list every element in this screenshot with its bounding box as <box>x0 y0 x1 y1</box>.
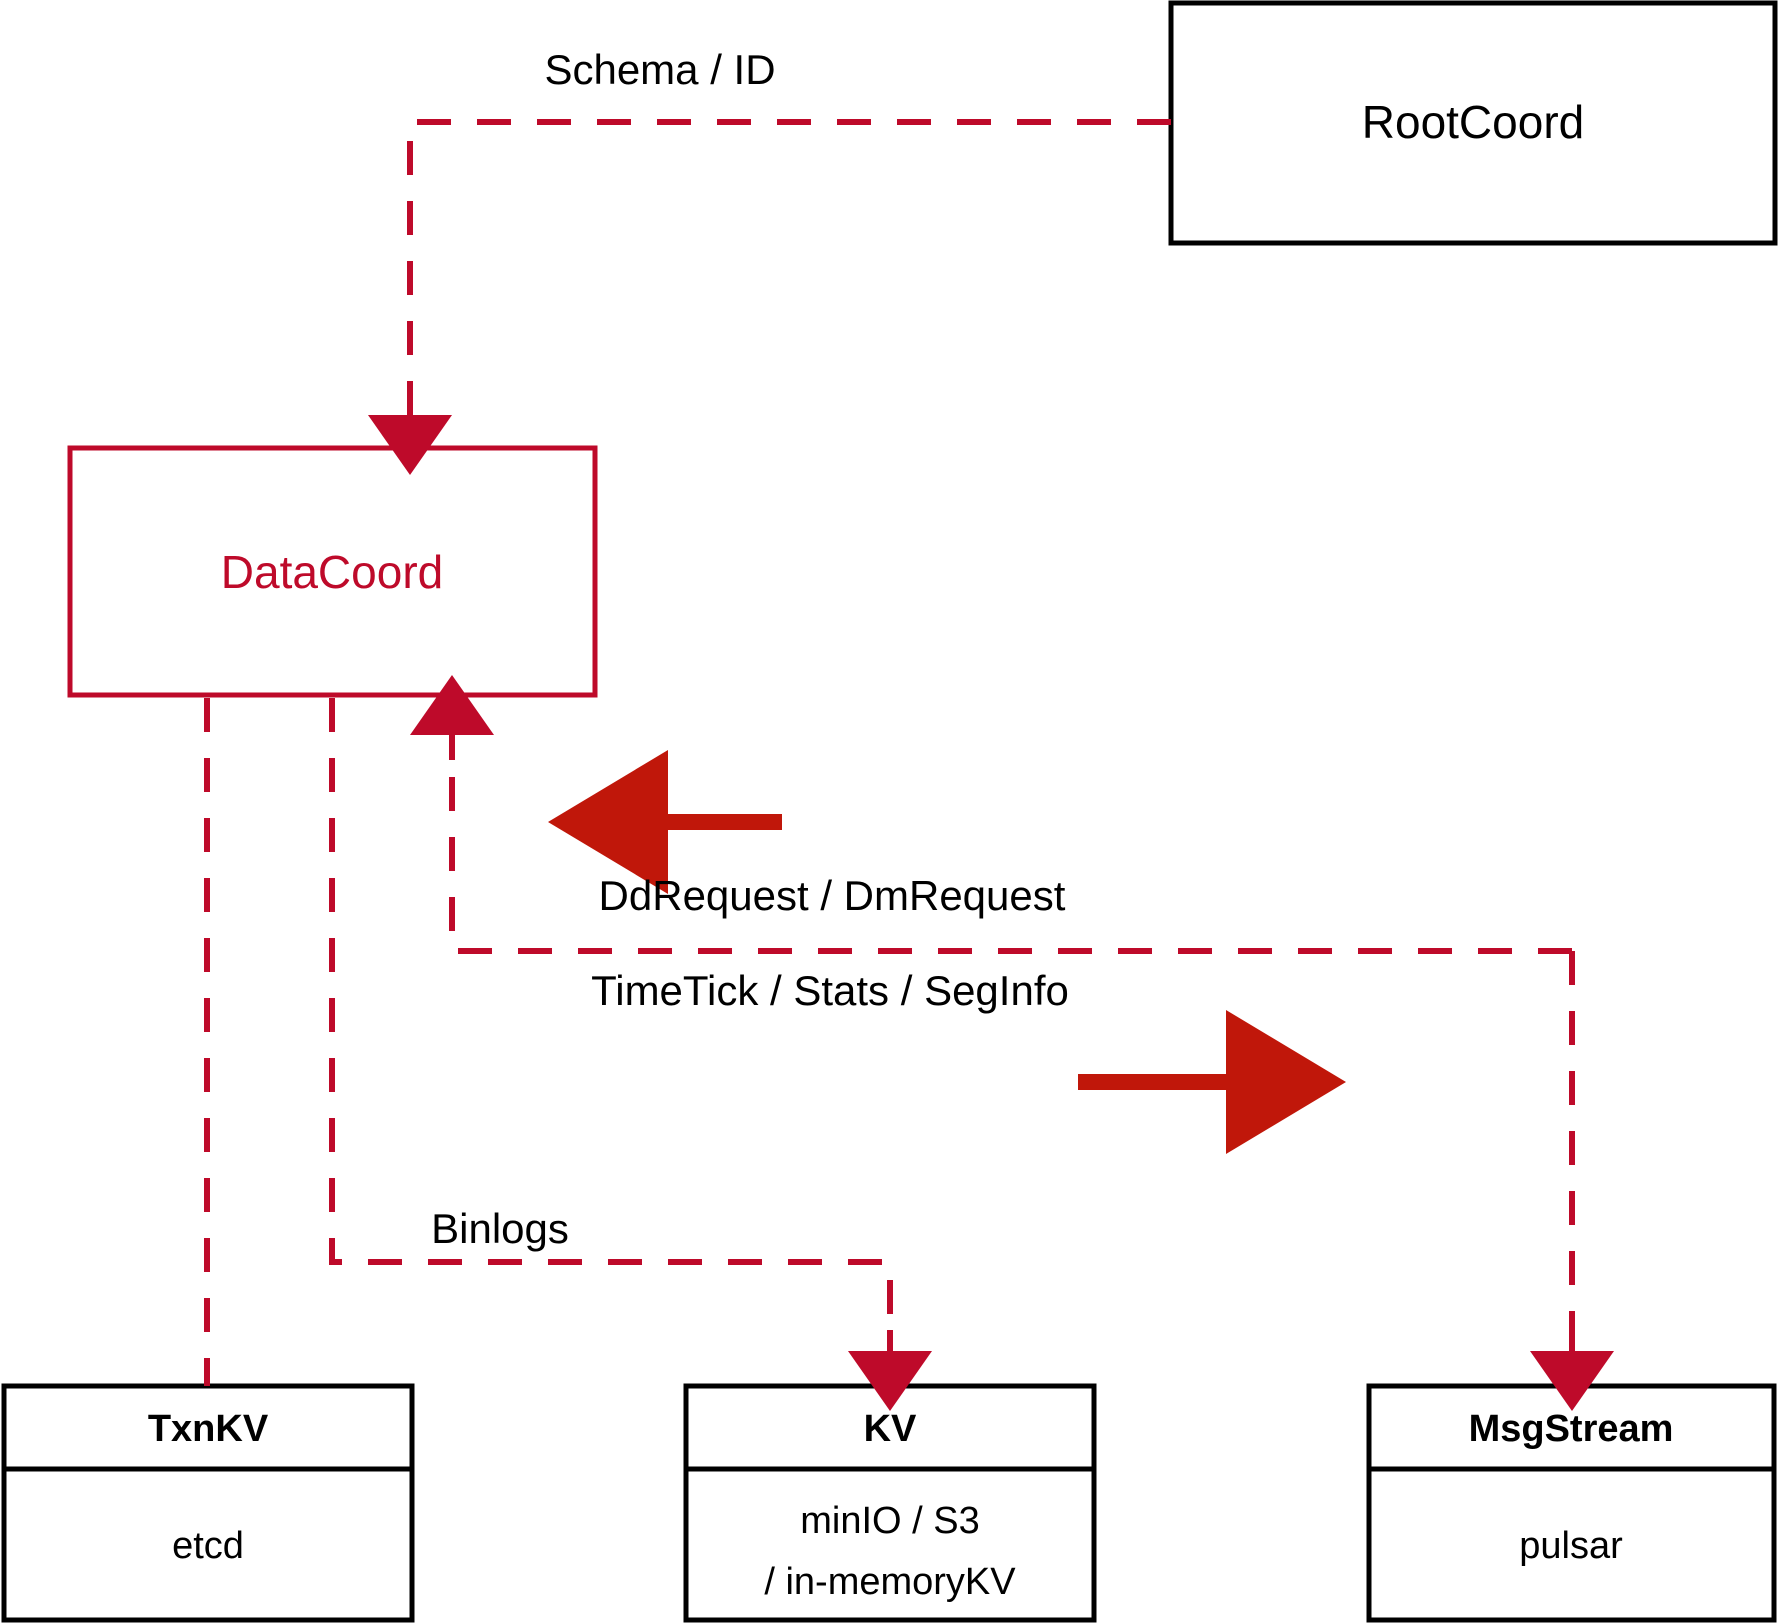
node-msgstream[interactable]: MsgStream pulsar <box>1366 1383 1777 1623</box>
schema-id-dashed-path[interactable] <box>407 119 1171 430</box>
node-txnkv[interactable]: TxnKV etcd <box>1 1383 415 1623</box>
msgstream-box[interactable] <box>1366 1383 1777 1623</box>
kv-subtitle-line2: / in-memoryKV <box>764 1561 1016 1603</box>
msgstream-subtitle: pulsar <box>1519 1525 1623 1567</box>
node-kv[interactable]: KV minIO / S3 / in-memoryKV <box>683 1383 1097 1623</box>
edge-label-timetick: TimeTick / Stats / SegInfo <box>591 967 1069 1014</box>
edge-label-ddrequest: DdRequest / DmRequest <box>599 872 1066 919</box>
ddrequest-dashed-path[interactable] <box>449 730 1572 954</box>
txnkv-title: TxnKV <box>148 1408 269 1450</box>
node-rootcoord[interactable]: RootCoord <box>1168 0 1778 246</box>
kv-title: KV <box>864 1408 917 1450</box>
binlogs-dashed-path[interactable] <box>329 698 893 1355</box>
edge-rootcoord-to-datacoord[interactable]: Schema / ID <box>368 46 1171 475</box>
datacoord-box[interactable] <box>67 445 598 698</box>
txnkv-subtitle: etcd <box>172 1525 244 1567</box>
edge-msgstream-to-datacoord[interactable]: DdRequest / DmRequest <box>410 675 1572 954</box>
rootcoord-box[interactable] <box>1168 0 1778 246</box>
datacoord-label: DataCoord <box>221 546 443 598</box>
msgstream-title: MsgStream <box>1469 1408 1674 1450</box>
rootcoord-label: RootCoord <box>1362 96 1584 148</box>
kv-subtitle-line1: minIO / S3 <box>800 1500 980 1542</box>
edge-label-binlogs: Binlogs <box>431 1205 569 1252</box>
kv-box[interactable] <box>683 1383 1097 1623</box>
edge-datacoord-to-kv[interactable]: Binlogs <box>329 698 932 1411</box>
edge-datacoord-to-msgstream[interactable]: TimeTick / Stats / SegInfo <box>591 951 1614 1411</box>
edge-label-schema-id: Schema / ID <box>544 46 775 93</box>
node-datacoord[interactable]: DataCoord <box>67 445 598 698</box>
